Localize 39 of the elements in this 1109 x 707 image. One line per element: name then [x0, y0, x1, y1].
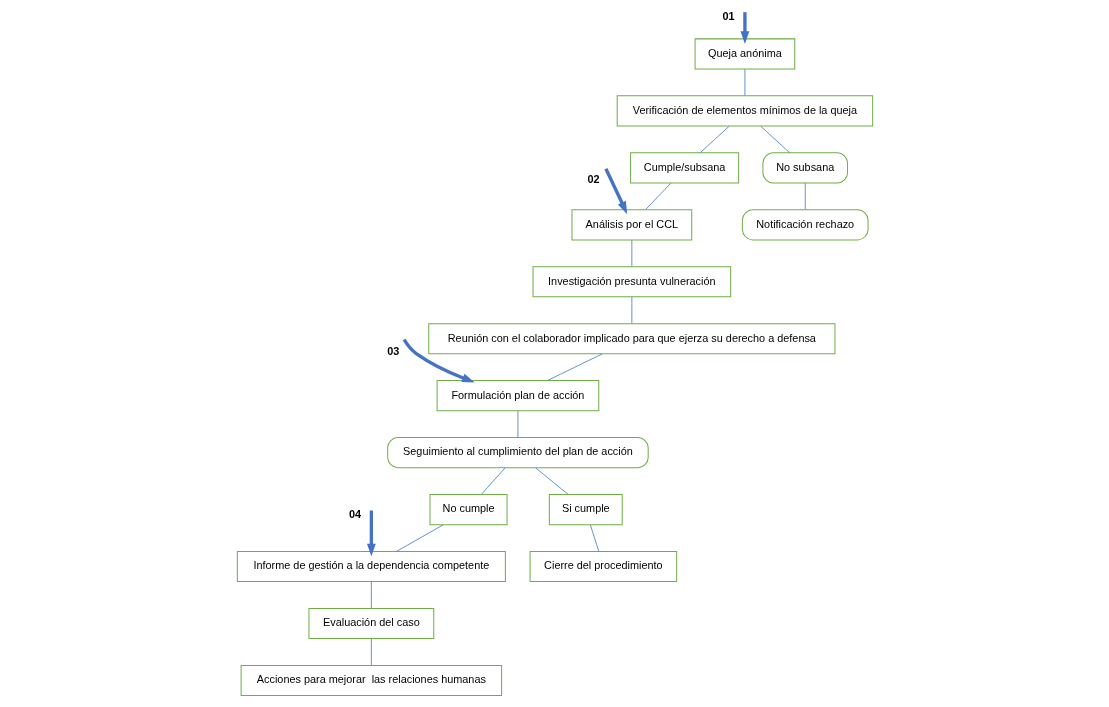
- node-box: Cumple/subsana: [629, 152, 739, 184]
- node-box: Si cumple: [548, 494, 623, 526]
- arrow: [366, 510, 376, 557]
- node-box: Evaluación del caso: [307, 607, 434, 640]
- node-box: Reunión con el colaborador implicado para que ejerza su derecho a defensa: [427, 323, 835, 355]
- node-box: No subsana: [761, 152, 848, 184]
- connector: [630, 296, 632, 324]
- arrow: [603, 168, 627, 215]
- connector: [759, 125, 790, 153]
- node-box: Queja anónima: [694, 38, 795, 70]
- connector: [546, 353, 603, 381]
- arrow: [740, 12, 749, 44]
- connector: [699, 125, 729, 153]
- node-box: Formulación plan de acción: [436, 380, 599, 412]
- connector: [517, 410, 518, 438]
- connector: [630, 239, 632, 267]
- connector: [395, 524, 444, 552]
- node-box: No cumple: [429, 494, 508, 526]
- node-box: Investigación presunta vulneración: [532, 266, 731, 298]
- node-box: Verificación de elementos mínimos de la queja: [616, 95, 873, 127]
- connector: [589, 524, 599, 552]
- node-box: Análisis por el CCL: [570, 209, 692, 241]
- connector: [534, 467, 568, 495]
- edge-label: 04: [348, 508, 361, 521]
- connector: [644, 182, 671, 210]
- connector: [744, 68, 745, 96]
- node-box: Cierre del procedimiento: [529, 550, 677, 583]
- node-box: Acciones para mejorar las relaciones humanas: [240, 664, 502, 697]
- arrow: [402, 338, 475, 383]
- edge-label: 03: [386, 344, 399, 357]
- connector: [480, 467, 505, 495]
- connector: [804, 182, 806, 210]
- connector: [370, 581, 372, 609]
- edge-label: 01: [721, 9, 735, 22]
- node-box: Informe de gestión a la dependencia competente: [236, 550, 506, 583]
- edge-label: 02: [586, 172, 599, 185]
- connector: [370, 638, 372, 666]
- node-box: Seguimiento al cumplimiento del plan de acción: [386, 437, 649, 469]
- node-box: Notificación rechazo: [741, 209, 869, 241]
